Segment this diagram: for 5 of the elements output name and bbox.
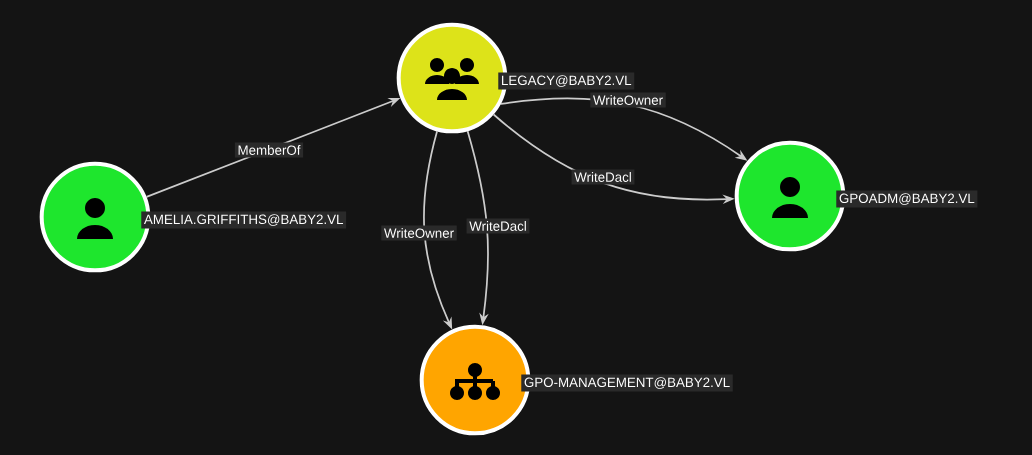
edge-label: WriteOwner [590,92,666,108]
edge-label: WriteOwner [381,225,457,241]
edge-label: WriteDacl [571,169,635,185]
edge-label: MemberOf [234,142,304,158]
edge-label: WriteDacl [466,218,530,234]
